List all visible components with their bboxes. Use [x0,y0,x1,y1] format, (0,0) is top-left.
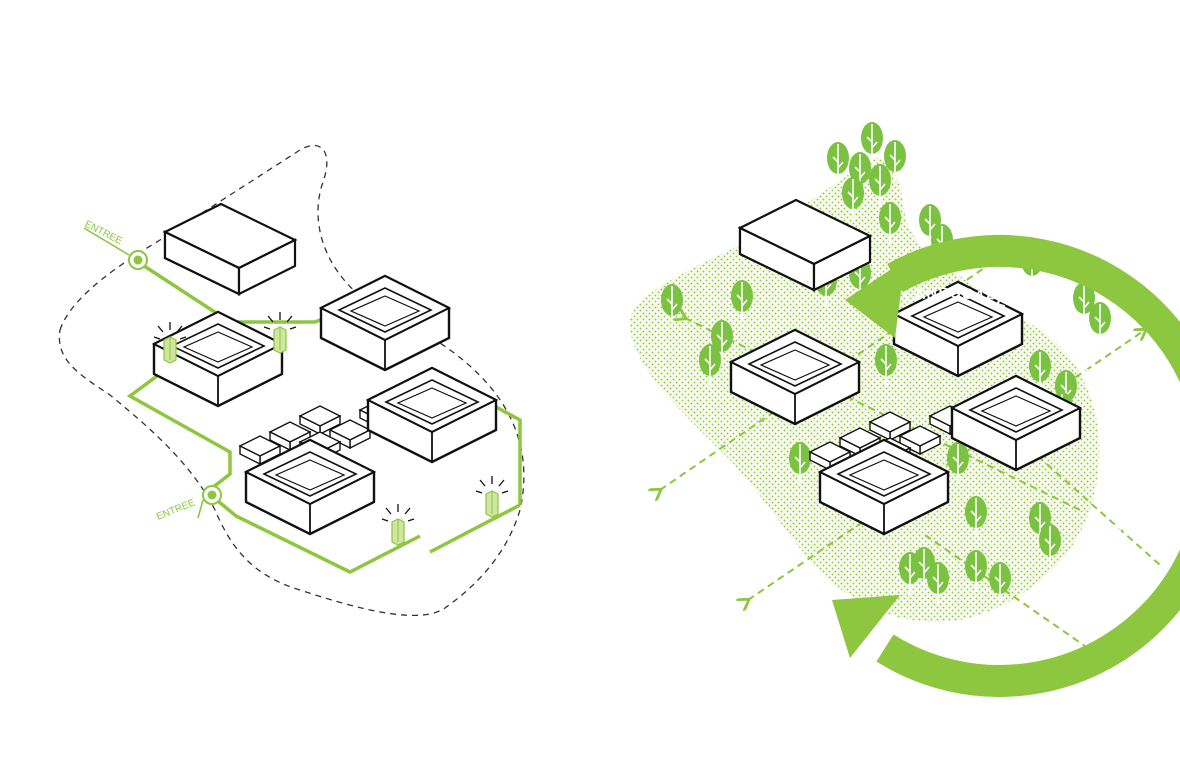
building-northeast [319,274,451,372]
entrance-label-north: ENTREE [83,219,124,247]
entrance-label-south: ENTREE [155,497,197,523]
slab-building [163,202,297,296]
building-southeast [366,366,498,464]
light-post-icon [475,475,509,518]
landscape-diagram: LANDSCAPE LANDSCAPE LANDSCAPE LANDSCAPE [629,121,1180,697]
arrow-icon [845,260,905,338]
light-post-icon [381,503,415,546]
arrow-icon [832,595,900,658]
entrance-marker-icon [83,227,148,270]
access-diagram: ENTREE ENTREE [58,144,525,617]
entrance-marker-icon [197,485,222,519]
